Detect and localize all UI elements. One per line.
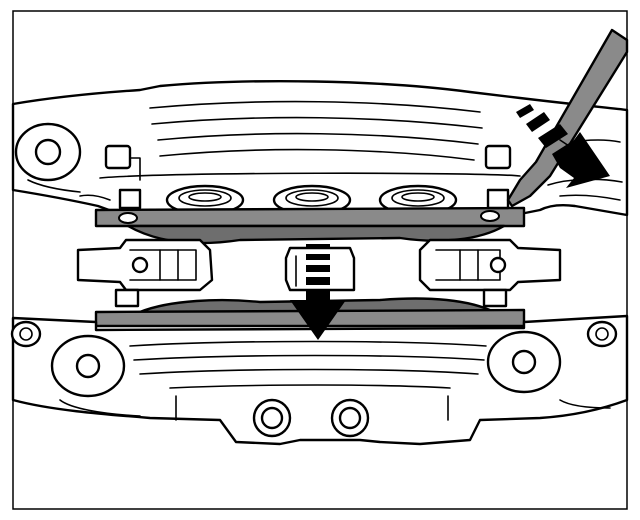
arrow-down-icon (290, 244, 346, 340)
caliper-upper-housing (11, 80, 629, 217)
bleed-screw-left (252, 398, 292, 438)
caliper-lower-housing (10, 314, 629, 446)
piston-right (378, 184, 458, 216)
bleed-screw-right (330, 398, 370, 438)
arrow-diagonal-icon (516, 104, 610, 188)
brake-pad-upper (94, 206, 526, 245)
pistons (165, 184, 458, 216)
pad-clips (76, 188, 562, 308)
piston-middle (272, 184, 352, 216)
